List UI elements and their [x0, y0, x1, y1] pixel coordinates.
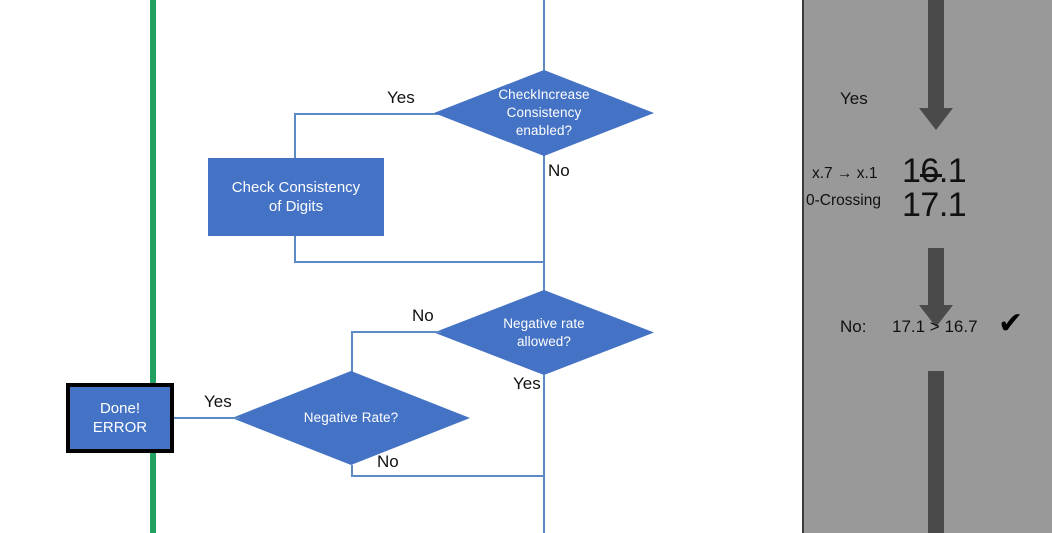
- label-line-1: Check Consistency: [231, 178, 361, 196]
- decision-negative-rate[interactable]: Negative Rate?: [232, 371, 470, 465]
- decision-negative-rate-allowed[interactable]: Negative rate allowed?: [434, 290, 654, 375]
- edge-label-increase-yes: Yes: [387, 88, 415, 107]
- panel-annotation-value-1-text: 16.1: [902, 152, 967, 190]
- connector-increase-yes-horizontal: [294, 113, 440, 115]
- connector-neg-rate-yes-horizontal: [174, 417, 240, 419]
- strikethrough-mark: [920, 174, 942, 177]
- connector-neg-allowed-no-horizontal: [351, 331, 441, 333]
- annotation-panel: Yes x.7 → x.1 16.1 0-Crossing 17.1 No: 1…: [802, 0, 1052, 533]
- connector-neg-rate-no-vertical: [351, 465, 353, 477]
- terminator-done-error[interactable]: Done! ERROR: [66, 383, 174, 453]
- label-line-3: enabled?: [515, 122, 573, 138]
- label-line-1: Negative rate: [503, 315, 585, 331]
- panel-annotation-value-2: 17.1: [902, 186, 967, 224]
- panel-arrow-middle-shaft: [928, 248, 944, 308]
- decision-negative-rate-label: Negative Rate?: [303, 410, 399, 426]
- edge-label-neg-rate-no: No: [377, 452, 399, 471]
- panel-arrow-middle-head: [919, 305, 953, 327]
- edge-label-increase-no: No: [548, 161, 570, 180]
- edge-label-neg-allowed-yes: Yes: [513, 374, 541, 393]
- terminator-done-error-label: Done! ERROR: [93, 399, 147, 438]
- panel-arrow-top-head: [919, 108, 953, 130]
- decision-check-increase-consistency[interactable]: CheckIncrease Consistency enabled?: [434, 70, 654, 156]
- panel-branch-label-yes: Yes: [840, 89, 868, 108]
- connector-trunk-top: [543, 0, 545, 85]
- panel-result-comparison: 17.1 > 16.7: [892, 317, 978, 336]
- edge-label-neg-rate-yes: Yes: [204, 392, 232, 411]
- edge-label-neg-allowed-no: No: [412, 306, 434, 325]
- green-divider-line: [150, 0, 156, 533]
- label-line-2: ERROR: [92, 419, 148, 436]
- label-line-1: Done!: [99, 399, 140, 417]
- connector-increase-no-trunk: [543, 155, 545, 302]
- label-line-2: allowed?: [516, 333, 572, 349]
- panel-result-checkmark-icon: ✔: [998, 307, 1024, 340]
- label-line-2: Consistency: [506, 105, 582, 121]
- connector-neg-allowed-yes-trunk: [543, 374, 545, 533]
- decision-check-increase-consistency-label: CheckIncrease Consistency enabled?: [472, 86, 615, 139]
- panel-arrow-top-shaft: [928, 0, 944, 110]
- panel-result-branch-label: No:: [840, 317, 867, 336]
- process-check-consistency-of-digits[interactable]: Check Consistency of Digits: [208, 158, 384, 236]
- connector-neg-rate-no-horizontal: [351, 475, 545, 477]
- panel-annotation-value-1: 16.1: [902, 152, 967, 191]
- decision-negative-rate-allowed-label: Negative rate allowed?: [475, 315, 613, 351]
- connector-digits-rejoin-horizontal: [294, 261, 544, 263]
- label-line-1: CheckIncrease: [498, 87, 590, 103]
- panel-annotation-label-1: x.7 → x.1: [812, 165, 878, 182]
- process-check-consistency-of-digits-label: Check Consistency of Digits: [232, 178, 360, 217]
- panel-annotation-label-2: 0-Crossing: [806, 192, 881, 209]
- label-line-2: of Digits: [268, 198, 324, 215]
- panel-arrow-bottom-shaft: [928, 371, 944, 533]
